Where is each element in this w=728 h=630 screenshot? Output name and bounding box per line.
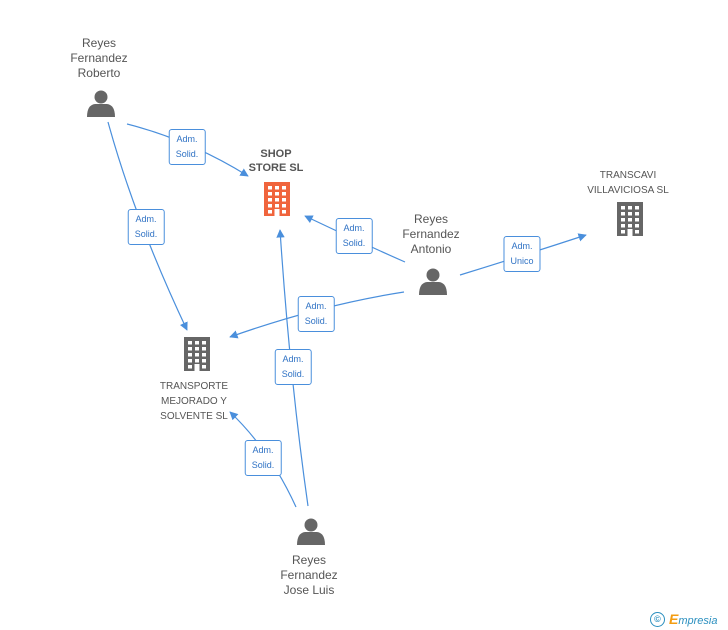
node-label-transporte[interactable]: TRANSPORTE MEJORADO Y SOLVENTE SL <box>159 381 229 422</box>
building-icon[interactable] <box>617 202 643 236</box>
node-label-reyes-jose[interactable]: Reyes Fernandez Jose Luis <box>280 553 338 597</box>
building-icon[interactable] <box>264 182 290 216</box>
building-icon[interactable] <box>184 337 210 371</box>
edge-label-antonio-transcavi[interactable]: Adm. Unico <box>503 236 541 272</box>
edge-label-jose-transporte[interactable]: Adm. Solid. <box>244 440 282 476</box>
node-label-reyes-antonio[interactable]: Reyes Fernandez Antonio <box>402 212 460 256</box>
node-label-reyes-roberto[interactable]: Reyes Fernandez Roberto <box>70 36 128 80</box>
node-label-shop-store[interactable]: SHOP STORE SL <box>248 148 304 174</box>
edge-label-antonio-shop[interactable]: Adm. Solid. <box>335 218 373 254</box>
footer-brand: © Empresia <box>650 611 717 627</box>
edge-label-roberto-shop[interactable]: Adm. Solid. <box>168 129 206 165</box>
brand-logo[interactable]: Empresia <box>669 611 718 627</box>
edge-label-antonio-transporte[interactable]: Adm. Solid. <box>297 296 335 332</box>
edge-label-roberto-transporte[interactable]: Adm. Solid. <box>127 209 165 245</box>
node-label-transcavi[interactable]: TRANSCAVI VILLAVICIOSA SL <box>587 170 669 196</box>
edge-label-jose-shop[interactable]: Adm. Solid. <box>274 349 312 385</box>
person-icon[interactable] <box>87 90 115 118</box>
person-icon[interactable] <box>297 518 325 546</box>
person-icon[interactable] <box>419 268 447 296</box>
copyright-icon: © <box>650 611 665 627</box>
